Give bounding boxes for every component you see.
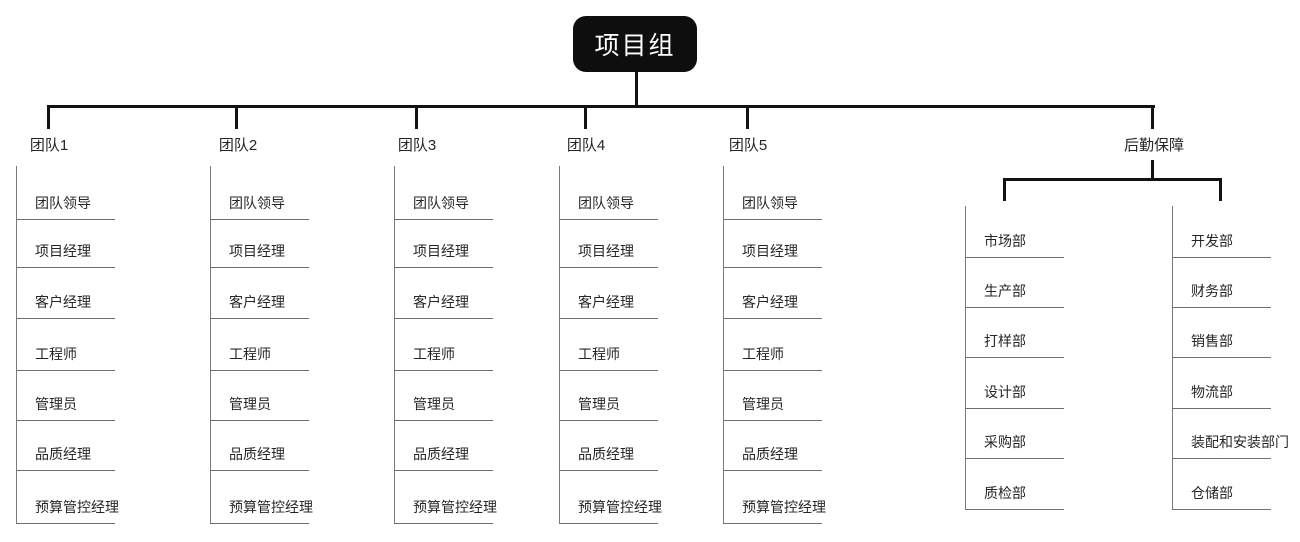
root-stem-line bbox=[635, 72, 638, 106]
team4-header: 团队4 bbox=[566, 137, 606, 154]
role-item: 管理员 bbox=[723, 393, 822, 421]
role-item: 品质经理 bbox=[723, 443, 822, 471]
department-item: 生产部 bbox=[965, 280, 1064, 308]
role-item: 客户经理 bbox=[559, 291, 658, 319]
role-item: 工程师 bbox=[16, 343, 115, 371]
logistics-left-drop-line bbox=[1003, 178, 1006, 201]
drop-line-team1 bbox=[47, 105, 50, 129]
department-item: 采购部 bbox=[965, 431, 1064, 459]
role-item: 品质经理 bbox=[394, 443, 493, 471]
team3-header: 团队3 bbox=[397, 137, 437, 154]
top-horizontal-line bbox=[47, 105, 1155, 108]
role-item: 品质经理 bbox=[210, 443, 309, 471]
team3-rail-line bbox=[394, 166, 395, 524]
role-item: 预算管控经理 bbox=[723, 496, 826, 524]
role-item: 项目经理 bbox=[394, 240, 493, 268]
logistics-right-drop-line bbox=[1219, 178, 1222, 201]
role-item: 预算管控经理 bbox=[16, 496, 119, 524]
role-item: 预算管控经理 bbox=[210, 496, 313, 524]
role-item: 团队领导 bbox=[210, 192, 309, 220]
role-item: 项目经理 bbox=[210, 240, 309, 268]
team1-header: 团队1 bbox=[29, 137, 69, 154]
logistics-right-rail-line bbox=[1172, 206, 1173, 510]
role-item: 品质经理 bbox=[559, 443, 658, 471]
role-item: 管理员 bbox=[394, 393, 493, 421]
department-item: 仓储部 bbox=[1172, 482, 1271, 510]
team2-header: 团队2 bbox=[218, 137, 258, 154]
department-item: 质检部 bbox=[965, 482, 1064, 510]
team4-rail-line bbox=[559, 166, 560, 524]
org-root-label: 项目组 bbox=[594, 32, 676, 60]
logistics-stem-line bbox=[1151, 160, 1154, 180]
role-item: 品质经理 bbox=[16, 443, 115, 471]
role-item: 管理员 bbox=[16, 393, 115, 421]
org-root-node: 项目组 bbox=[573, 16, 697, 72]
team2-rail-line bbox=[210, 166, 211, 524]
role-item: 工程师 bbox=[394, 343, 493, 371]
team5-header: 团队5 bbox=[728, 137, 768, 154]
role-item: 项目经理 bbox=[16, 240, 115, 268]
role-item: 管理员 bbox=[559, 393, 658, 421]
role-item: 团队领导 bbox=[394, 192, 493, 220]
role-item: 团队领导 bbox=[16, 192, 115, 220]
team5-rail-line bbox=[723, 166, 724, 524]
role-item: 管理员 bbox=[210, 393, 309, 421]
role-item: 团队领导 bbox=[559, 192, 658, 220]
role-item: 工程师 bbox=[559, 343, 658, 371]
department-item: 市场部 bbox=[965, 230, 1064, 258]
team1-rail-line bbox=[16, 166, 17, 524]
drop-line-team4 bbox=[584, 105, 587, 129]
logistics-horizontal-line bbox=[1003, 178, 1222, 181]
role-item: 预算管控经理 bbox=[394, 496, 497, 524]
role-item: 客户经理 bbox=[723, 291, 822, 319]
drop-line-logistics bbox=[1151, 105, 1154, 129]
department-item: 销售部 bbox=[1172, 330, 1271, 358]
drop-line-team3 bbox=[415, 105, 418, 129]
logistics-left-rail-line bbox=[965, 206, 966, 510]
role-item: 预算管控经理 bbox=[559, 496, 662, 524]
department-item: 开发部 bbox=[1172, 230, 1271, 258]
department-item: 装配和安装部门 bbox=[1172, 431, 1289, 459]
role-item: 客户经理 bbox=[16, 291, 115, 319]
role-item: 客户经理 bbox=[210, 291, 309, 319]
department-item: 物流部 bbox=[1172, 381, 1271, 409]
drop-line-team5 bbox=[746, 105, 749, 129]
department-item: 打样部 bbox=[965, 330, 1064, 358]
logistics-header: 后勤保障 bbox=[1123, 137, 1185, 154]
department-item: 设计部 bbox=[965, 381, 1064, 409]
drop-line-team2 bbox=[235, 105, 238, 129]
role-item: 项目经理 bbox=[723, 240, 822, 268]
role-item: 工程师 bbox=[723, 343, 822, 371]
role-item: 客户经理 bbox=[394, 291, 493, 319]
role-item: 项目经理 bbox=[559, 240, 658, 268]
role-item: 工程师 bbox=[210, 343, 309, 371]
role-item: 团队领导 bbox=[723, 192, 822, 220]
department-item: 财务部 bbox=[1172, 280, 1271, 308]
